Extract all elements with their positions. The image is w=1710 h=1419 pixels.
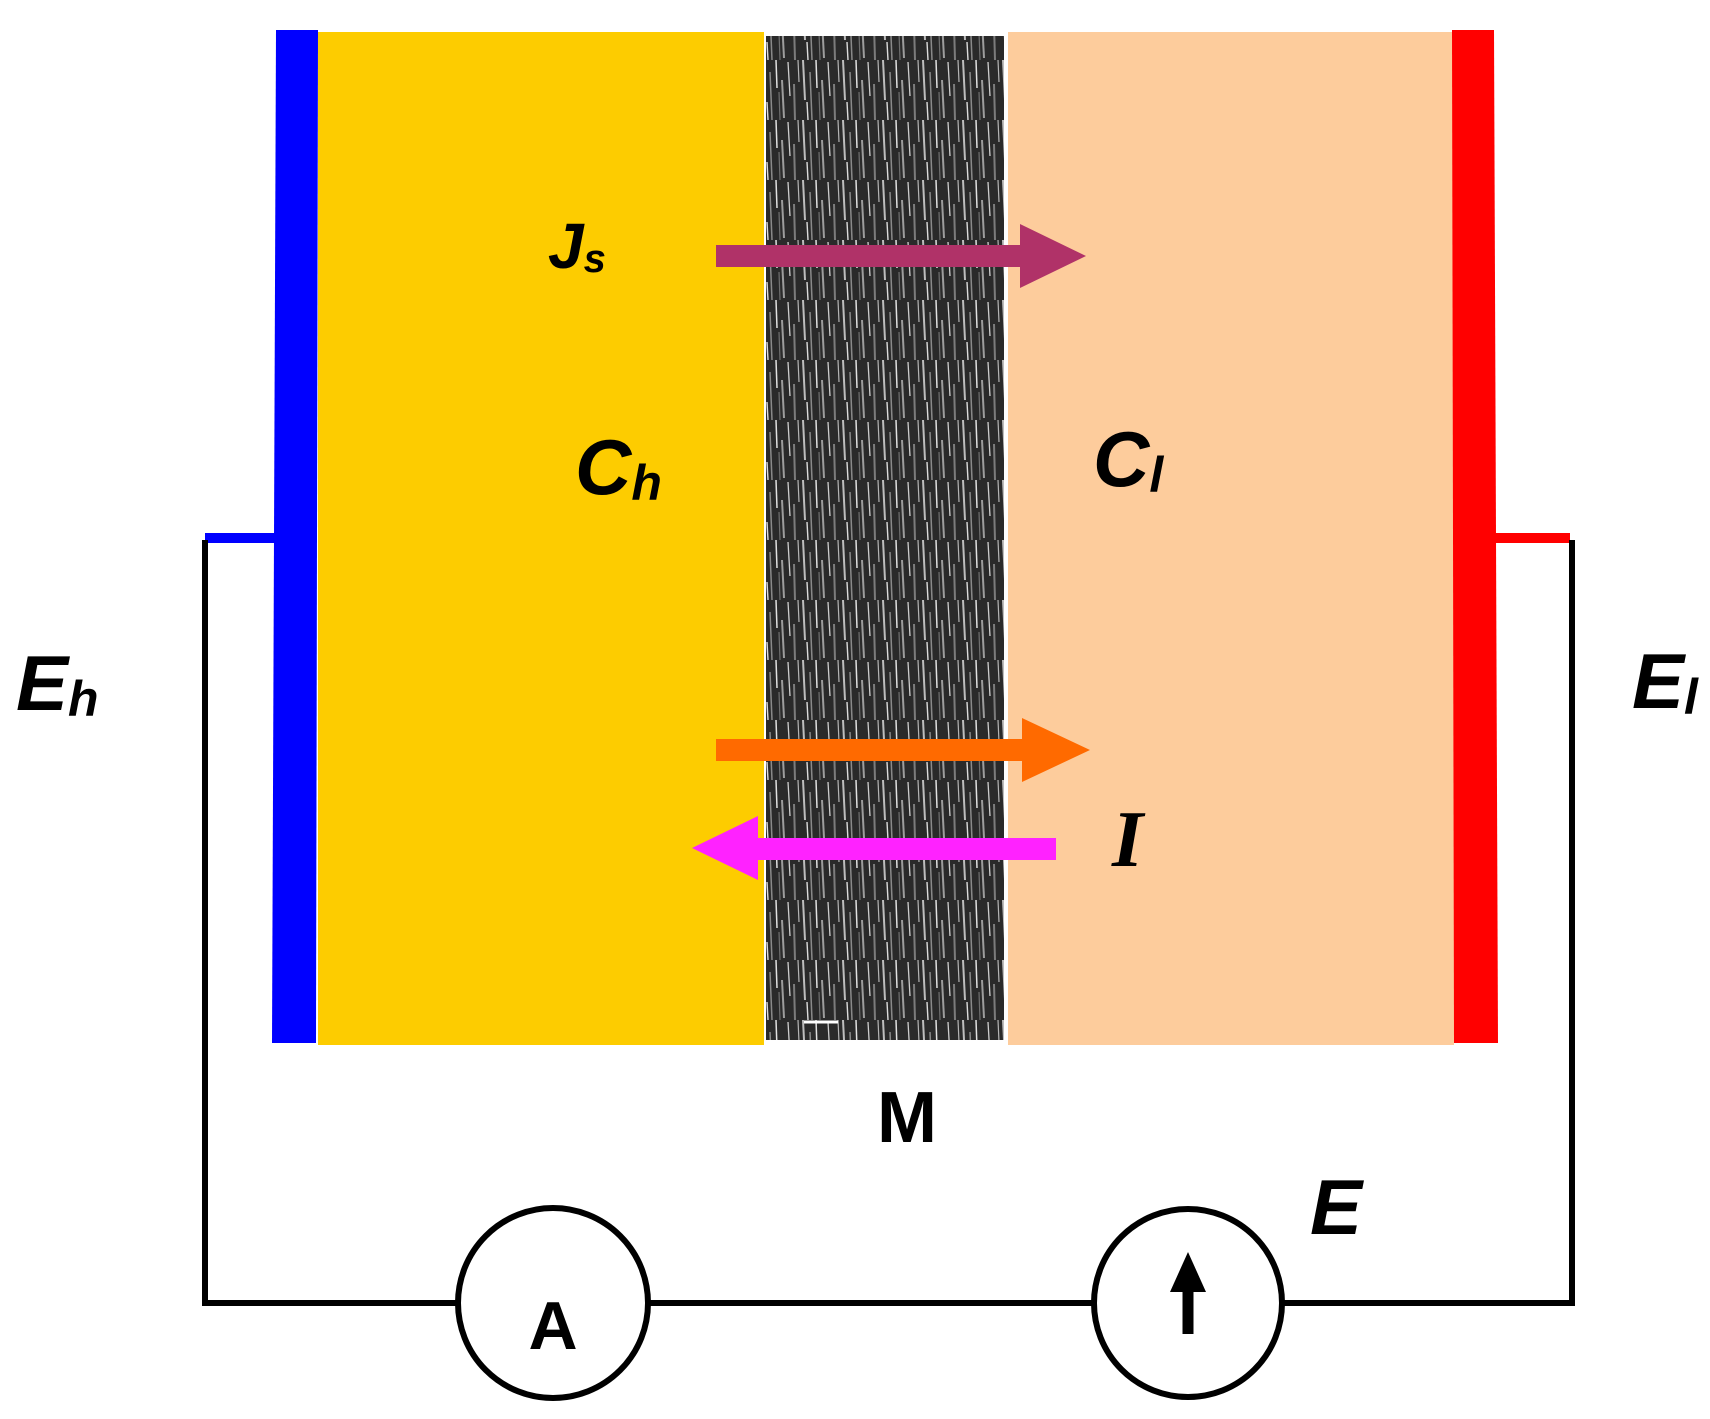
solute-flux-arrow xyxy=(716,224,1086,288)
current-arrow-shaft xyxy=(756,838,1056,860)
membrane-label: M xyxy=(877,1078,937,1158)
membrane xyxy=(766,36,1004,1040)
voltage-source-icon xyxy=(1091,1206,1285,1400)
high-electrode-potential-label-main: E xyxy=(16,639,70,727)
low-electrode-potential-label-main: E xyxy=(1632,637,1686,725)
ammeter-label: A xyxy=(528,1288,577,1364)
wire-right xyxy=(1284,540,1575,1306)
cation-flux-arrow-head xyxy=(1022,718,1090,782)
high-electrode-potential-label: Eh xyxy=(16,639,99,727)
ammeter-icon: A xyxy=(455,1205,651,1401)
high-concentration-label-sub: h xyxy=(631,455,662,511)
low-concentration-label-sub: l xyxy=(1149,447,1164,503)
high-concentration-compartment xyxy=(318,32,764,1045)
low-concentration-compartment xyxy=(1008,32,1454,1045)
current-label: I xyxy=(1111,796,1146,884)
low-electrode-potential-label-sub: l xyxy=(1684,669,1699,725)
solute-flux-label-main: J xyxy=(548,210,585,282)
high-concentration-label-main: C xyxy=(575,423,633,511)
solute-flux-arrow-shaft xyxy=(716,245,1024,267)
current-arrow xyxy=(692,816,1056,880)
current-arrow-head xyxy=(692,816,758,880)
ammeter-circle xyxy=(455,1205,651,1401)
low-electrode xyxy=(1452,30,1498,1043)
cation-flux-arrow-shaft xyxy=(716,739,1026,761)
source-potential-label: E xyxy=(1310,1163,1364,1251)
wire-left xyxy=(202,540,458,1306)
low-electrode-potential-label: El xyxy=(1632,637,1699,725)
source-arrow-head xyxy=(1170,1252,1206,1292)
solute-flux-arrow-head xyxy=(1020,224,1086,288)
high-concentration-label: Ch xyxy=(575,423,662,511)
low-concentration-label: Cl xyxy=(1093,415,1164,503)
cation-flux-arrow xyxy=(716,718,1090,782)
external-circuit xyxy=(202,540,1575,1306)
high-electrode-potential-label-sub: h xyxy=(68,671,99,727)
solute-flux-label: Js xyxy=(548,210,606,282)
high-electrode xyxy=(272,30,318,1043)
solute-flux-label-sub: s xyxy=(584,237,606,281)
low-concentration-label-main: C xyxy=(1093,415,1151,503)
